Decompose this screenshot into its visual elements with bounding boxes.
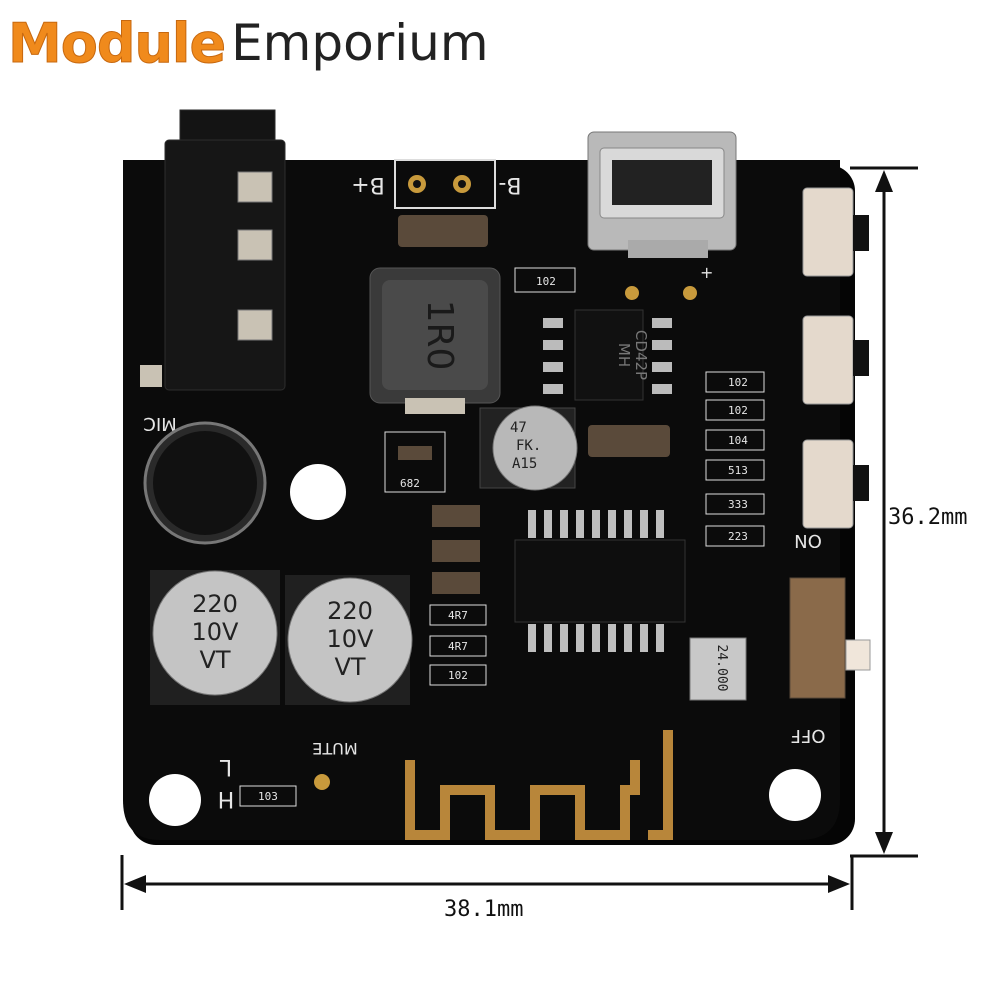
label-mic: MIC — [143, 413, 176, 434]
cap-marking-2: FK. — [516, 438, 541, 454]
res-code-11: 102 — [536, 275, 556, 288]
cap-right-volt: 10V — [327, 625, 375, 653]
micro-usb-port: + — [587, 131, 737, 300]
res-code-12: 103 — [258, 790, 278, 803]
height-label: 36.2mm — [888, 505, 968, 530]
res-code-8: 4R7 — [448, 609, 468, 622]
res-code-10: 102 — [448, 669, 468, 682]
brand-word-emporium: Emporium — [231, 14, 489, 72]
crystal-marking: 24.000 — [714, 645, 729, 692]
res-code-9: 4R7 — [448, 640, 468, 653]
tact-buttons — [802, 187, 869, 529]
label-mute: MUTE — [312, 739, 357, 758]
resistor-column-left: 682 4R7 4R7 102 102 103 — [239, 215, 670, 807]
crystal: 24.000 — [689, 637, 747, 701]
label-b-minus: B- — [498, 172, 521, 197]
brand-logo: Module Emporium — [7, 8, 489, 78]
small-capacitor: 47 FK. A15 — [479, 405, 578, 491]
brand-word-module: Module — [7, 11, 226, 75]
cap-left-code: VT — [199, 646, 230, 674]
cap-right-val: 220 — [327, 597, 373, 625]
inductor-marking: 1R0 — [419, 300, 460, 371]
antenna-trace — [405, 760, 640, 840]
label-usb-plus: + — [700, 263, 713, 282]
res-code-4: 513 — [728, 464, 748, 477]
cap-marking-3: A15 — [512, 456, 537, 472]
res-code-5: 333 — [728, 498, 748, 511]
dimension-width — [120, 855, 854, 910]
microphone: MIC — [143, 413, 267, 545]
mounting-hole-right — [769, 769, 821, 821]
res-code-1: 102 — [728, 376, 748, 389]
amplifier-chip — [514, 510, 686, 652]
label-off: OFF — [791, 725, 826, 746]
width-label: 38.1mm — [444, 897, 524, 922]
chip-marking-1: MH — [615, 343, 633, 367]
label-l: L — [219, 754, 232, 779]
label-h: H — [218, 786, 235, 811]
label-b-plus: B+ — [351, 172, 385, 197]
cap-left-val: 220 — [192, 590, 238, 618]
capacitor-right: 220 10V VT — [285, 575, 413, 705]
audio-jack — [140, 109, 286, 391]
inductor: 1R0 — [369, 267, 501, 414]
capacitor-left: 220 10V VT — [150, 570, 280, 705]
cap-right-code: VT — [334, 653, 365, 681]
resistor-column-right: 102 102 104 513 333 223 — [705, 371, 765, 547]
mute-pad — [314, 774, 330, 790]
cap-marking-1: 47 — [510, 420, 527, 436]
res-code-6: 223 — [728, 530, 748, 543]
mounting-hole-left — [149, 774, 201, 826]
antenna-feed — [648, 730, 673, 840]
cap-left-volt: 10V — [192, 618, 240, 646]
res-code-3: 104 — [728, 434, 748, 447]
label-on: ON — [794, 530, 822, 551]
slide-switch: ON OFF — [789, 530, 871, 746]
chip-marking-2: CD42P — [632, 330, 650, 380]
res-code-7: 682 — [400, 477, 420, 490]
res-code-2: 102 — [728, 404, 748, 417]
power-chip: MH CD42P — [543, 309, 672, 401]
dimension-height — [850, 166, 918, 858]
mounting-hole-center — [290, 464, 346, 520]
battery-pads: B+ B- — [351, 159, 522, 209]
